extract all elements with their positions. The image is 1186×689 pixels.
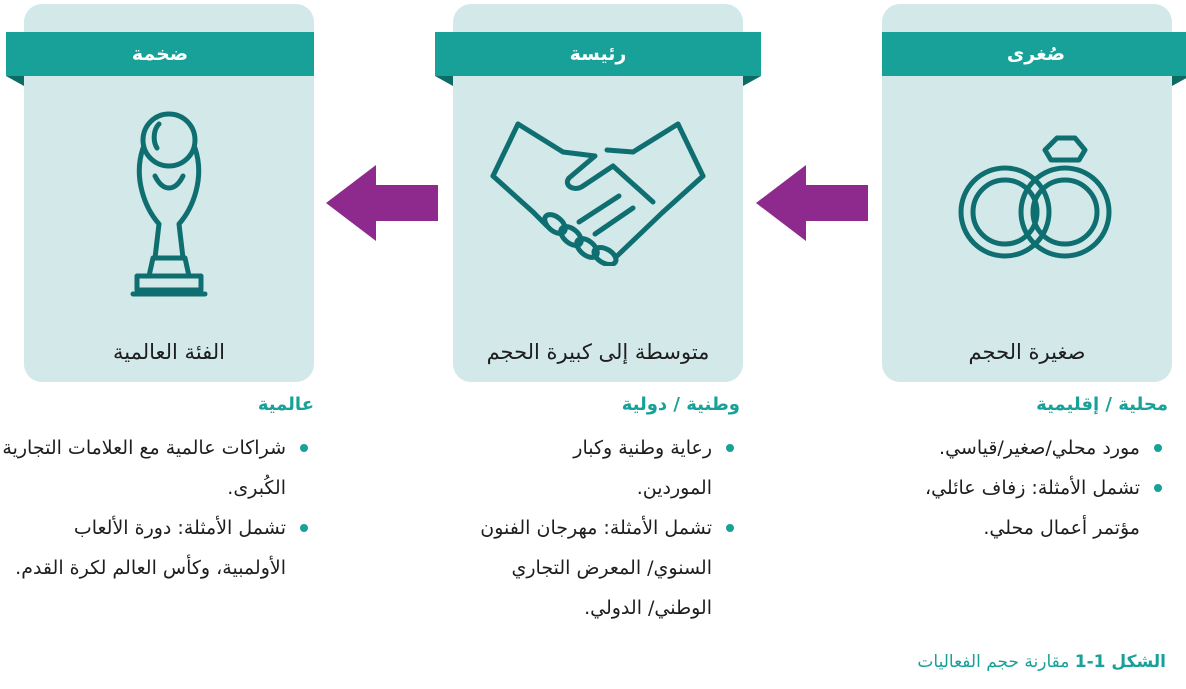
figure-caption-number: الشكل 1-1 [1074, 652, 1166, 672]
rings-icon [958, 135, 1112, 259]
card-large-banner: ضخمة [6, 32, 314, 76]
bullet-icon [726, 444, 734, 452]
bullet-icon [300, 524, 308, 532]
list-item: تشمل الأمثلة: زفاف عائلي، مؤتمر أعمال مح… [888, 468, 1168, 548]
card-large-banner-fold [6, 76, 24, 86]
list-item: رعاية وطنية وكبار الموردين. [492, 428, 740, 508]
list-item: شراكات عالمية مع العلامات التجارية الكُب… [0, 428, 314, 508]
bullet-icon [726, 524, 734, 532]
column-global: عالمية شراكات عالمية مع العلامات التجاري… [0, 392, 314, 588]
list-item: تشمل الأمثلة: مهرجان الفنون السنوي/ المع… [472, 508, 740, 628]
bullet-icon [1154, 484, 1162, 492]
figure-caption-text: مقارنة حجم الفعاليات [917, 652, 1070, 672]
card-medium-banner-fold-left [435, 76, 453, 86]
arrow-left-2 [326, 165, 438, 241]
column-local-title: محلية / إقليمية [1036, 394, 1168, 415]
column-local: محلية / إقليمية مورد محلي/صغير/قياسي. تش… [888, 392, 1168, 548]
card-small-banner-text: صُغرى [1006, 43, 1066, 65]
column-national-title: وطنية / دولية [621, 394, 740, 415]
bullet-icon [1154, 444, 1162, 452]
card-medium-label: متوسطة إلى كبيرة الحجم [486, 340, 710, 364]
figure-caption: الشكل 1-1 مقارنة حجم الفعاليات [917, 652, 1166, 672]
bullet-icon [300, 444, 308, 452]
card-small: صُغرى صغيرة الحجم [882, 4, 1186, 382]
card-large: ضخمة الفئة العالمية [6, 4, 314, 382]
arrow-left-1 [756, 165, 868, 241]
card-medium-banner-text: رئيسة [569, 43, 627, 65]
card-large-banner-text: ضخمة [131, 43, 189, 65]
column-global-title: عالمية [257, 394, 314, 415]
card-medium-banner: رئيسة [435, 32, 761, 76]
list-item: مورد محلي/صغير/قياسي. [888, 428, 1168, 468]
card-small-label: صغيرة الحجم [968, 340, 1086, 364]
list-item: تشمل الأمثلة: دورة الألعاب الأولمبية، وك… [0, 508, 314, 588]
card-medium-banner-fold-right [743, 76, 761, 86]
card-medium: رئيسة متوسطة إلى كبيرة الحجم [435, 4, 761, 382]
handshake-icon [490, 121, 706, 266]
card-small-banner: صُغرى [882, 32, 1186, 76]
trophy-icon [130, 111, 208, 297]
card-large-label: الفئة العالمية [112, 340, 226, 364]
card-small-banner-fold [1172, 76, 1186, 86]
column-national: وطنية / دولية رعاية وطنية وكبار الموردين… [440, 392, 740, 628]
